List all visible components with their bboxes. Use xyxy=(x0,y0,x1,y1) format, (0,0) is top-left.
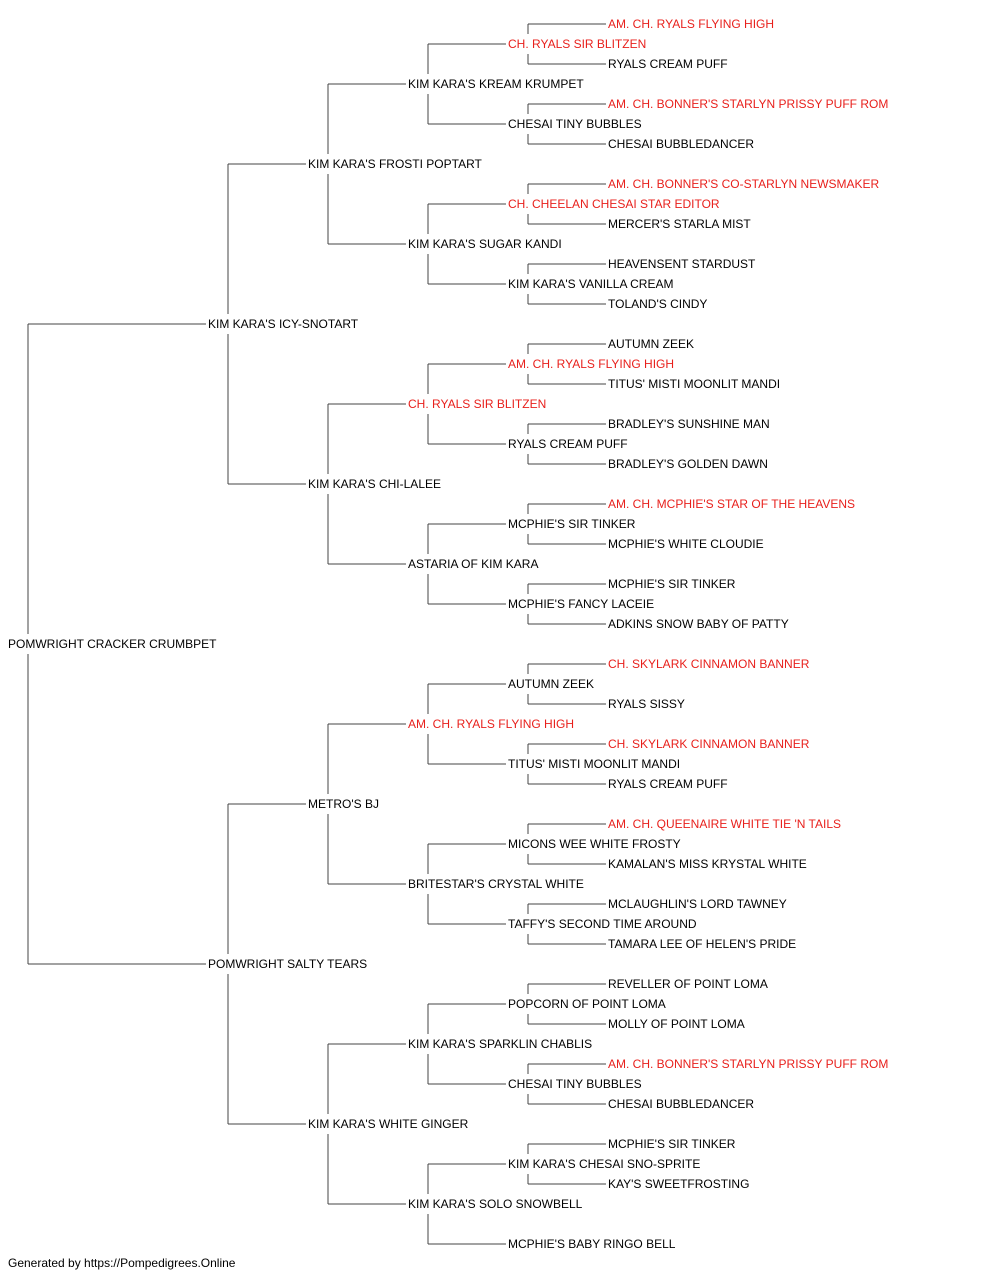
ancestor-name[interactable]: MCPHIE'S BABY RINGO BELL xyxy=(508,1237,676,1250)
ancestor-name[interactable]: RYALS CREAM PUFF xyxy=(608,57,728,71)
ancestor-name[interactable]: KIM KARA'S SOLO SNOWBELL xyxy=(408,1197,583,1211)
ancestor-name[interactable]: CH. RYALS SIR BLITZEN xyxy=(508,37,646,51)
ancestor-name[interactable]: KIM KARA'S SUGAR KANDI xyxy=(408,237,562,251)
ancestor-name[interactable]: MCPHIE'S WHITE CLOUDIE xyxy=(608,537,764,551)
ancestor-name[interactable]: HEAVENSENT STARDUST xyxy=(608,257,756,271)
ancestor-name[interactable]: BRADLEY'S GOLDEN DAWN xyxy=(608,457,768,471)
ancestor-name[interactable]: MCLAUGHLIN'S LORD TAWNEY xyxy=(608,897,787,911)
ancestor-name[interactable]: MCPHIE'S SIR TINKER xyxy=(608,577,736,591)
ancestor-name[interactable]: KAMALAN'S MISS KRYSTAL WHITE xyxy=(608,857,807,871)
ancestor-name[interactable]: CH. RYALS SIR BLITZEN xyxy=(408,397,546,411)
ancestor-name[interactable]: KIM KARA'S KREAM KRUMPET xyxy=(408,77,584,91)
ancestor-name[interactable]: RYALS SISSY xyxy=(608,697,685,711)
ancestor-name[interactable]: ADKINS SNOW BABY OF PATTY xyxy=(608,617,789,631)
ancestor-name[interactable]: AM. CH. RYALS FLYING HIGH xyxy=(408,717,574,731)
ancestor-name[interactable]: TITUS' MISTI MOONLIT MANDI xyxy=(508,757,680,771)
ancestor-name[interactable]: KIM KARA'S VANILLA CREAM xyxy=(508,277,673,291)
ancestor-name[interactable]: MERCER'S STARLA MIST xyxy=(608,217,751,231)
ancestor-name[interactable]: RYALS CREAM PUFF xyxy=(608,777,728,791)
ancestor-name[interactable]: CH. CHEELAN CHESAI STAR EDITOR xyxy=(508,197,720,211)
ancestor-name[interactable]: TITUS' MISTI MOONLIT MANDI xyxy=(608,377,780,391)
subject-name[interactable]: POMWRIGHT CRACKER CRUMBPET xyxy=(8,637,217,651)
ancestor-name[interactable]: CH. SKYLARK CINNAMON BANNER xyxy=(608,737,810,751)
ancestor-name[interactable]: AM. CH. BONNER'S CO-STARLYN NEWSMAKER xyxy=(608,177,880,191)
ancestor-name[interactable]: RYALS CREAM PUFF xyxy=(508,437,628,451)
ancestor-name[interactable]: BRADLEY'S SUNSHINE MAN xyxy=(608,417,770,431)
ancestor-name[interactable]: MOLLY OF POINT LOMA xyxy=(608,1017,745,1031)
ancestor-name[interactable]: AM. CH. BONNER'S STARLYN PRISSY PUFF ROM xyxy=(608,97,888,111)
ancestor-name[interactable]: KIM KARA'S ICY-SNOTART xyxy=(208,317,359,331)
ancestor-name[interactable]: METRO'S BJ xyxy=(308,797,379,811)
ancestor-name[interactable]: CHESAI BUBBLEDANCER xyxy=(608,137,754,151)
ancestor-name[interactable]: TAMARA LEE OF HELEN'S PRIDE xyxy=(608,937,796,951)
ancestor-name[interactable]: ASTARIA OF KIM KARA xyxy=(408,557,538,571)
ancestor-name[interactable]: AM. CH. QUEENAIRE WHITE TIE 'N TAILS xyxy=(608,817,841,831)
ancestor-name[interactable]: AUTUMN ZEEK xyxy=(608,337,694,351)
ancestor-name[interactable]: CHESAI TINY BUBBLES xyxy=(508,117,642,131)
name-labels: POMWRIGHT CRACKER CRUMBPET KIM KARA'S ICY… xyxy=(8,17,888,1250)
pedigree-tree: POMWRIGHT CRACKER CRUMBPET KIM KARA'S ICY… xyxy=(8,17,888,1250)
ancestor-name[interactable]: CHESAI TINY BUBBLES xyxy=(508,1077,642,1091)
ancestor-name[interactable]: MCPHIE'S SIR TINKER xyxy=(508,517,636,531)
ancestor-name[interactable]: CH. SKYLARK CINNAMON BANNER xyxy=(608,657,810,671)
ancestor-name[interactable]: TAFFY'S SECOND TIME AROUND xyxy=(508,917,697,931)
ancestor-name[interactable]: KIM KARA'S CHESAI SNO-SPRITE xyxy=(508,1157,700,1171)
ancestor-name[interactable]: AM. CH. RYALS FLYING HIGH xyxy=(608,17,774,31)
ancestor-name[interactable]: AM. CH. RYALS FLYING HIGH xyxy=(508,357,674,371)
ancestor-name[interactable]: AM. CH. BONNER'S STARLYN PRISSY PUFF ROM xyxy=(608,1057,888,1071)
ancestor-name[interactable]: TOLAND'S CINDY xyxy=(608,297,707,311)
ancestor-name[interactable]: KIM KARA'S SPARKLIN CHABLIS xyxy=(408,1037,592,1051)
connector-lines xyxy=(27,23,606,1245)
ancestor-name[interactable]: MCPHIE'S FANCY LACEIE xyxy=(508,597,654,611)
ancestor-name[interactable]: AM. CH. MCPHIE'S STAR OF THE HEAVENS xyxy=(608,497,855,511)
footer-credit: Generated by https://Pompedigrees.Online xyxy=(8,1256,236,1270)
ancestor-name[interactable]: POPCORN OF POINT LOMA xyxy=(508,997,666,1011)
ancestor-name[interactable]: CHESAI BUBBLEDANCER xyxy=(608,1097,754,1111)
ancestor-name[interactable]: KIM KARA'S CHI-LALEE xyxy=(308,477,441,491)
ancestor-name[interactable]: POMWRIGHT SALTY TEARS xyxy=(208,957,367,971)
ancestor-name[interactable]: MICONS WEE WHITE FROSTY xyxy=(508,837,681,851)
ancestor-name[interactable]: AUTUMN ZEEK xyxy=(508,677,594,691)
ancestor-name[interactable]: BRITESTAR'S CRYSTAL WHITE xyxy=(408,877,584,891)
ancestor-name[interactable]: KIM KARA'S FROSTI POPTART xyxy=(308,157,483,171)
ancestor-name[interactable]: KIM KARA'S WHITE GINGER xyxy=(308,1117,469,1131)
ancestor-name[interactable]: REVELLER OF POINT LOMA xyxy=(608,977,768,991)
ancestor-name[interactable]: MCPHIE'S SIR TINKER xyxy=(608,1137,736,1151)
ancestor-name[interactable]: KAY'S SWEETFROSTING xyxy=(608,1177,749,1191)
